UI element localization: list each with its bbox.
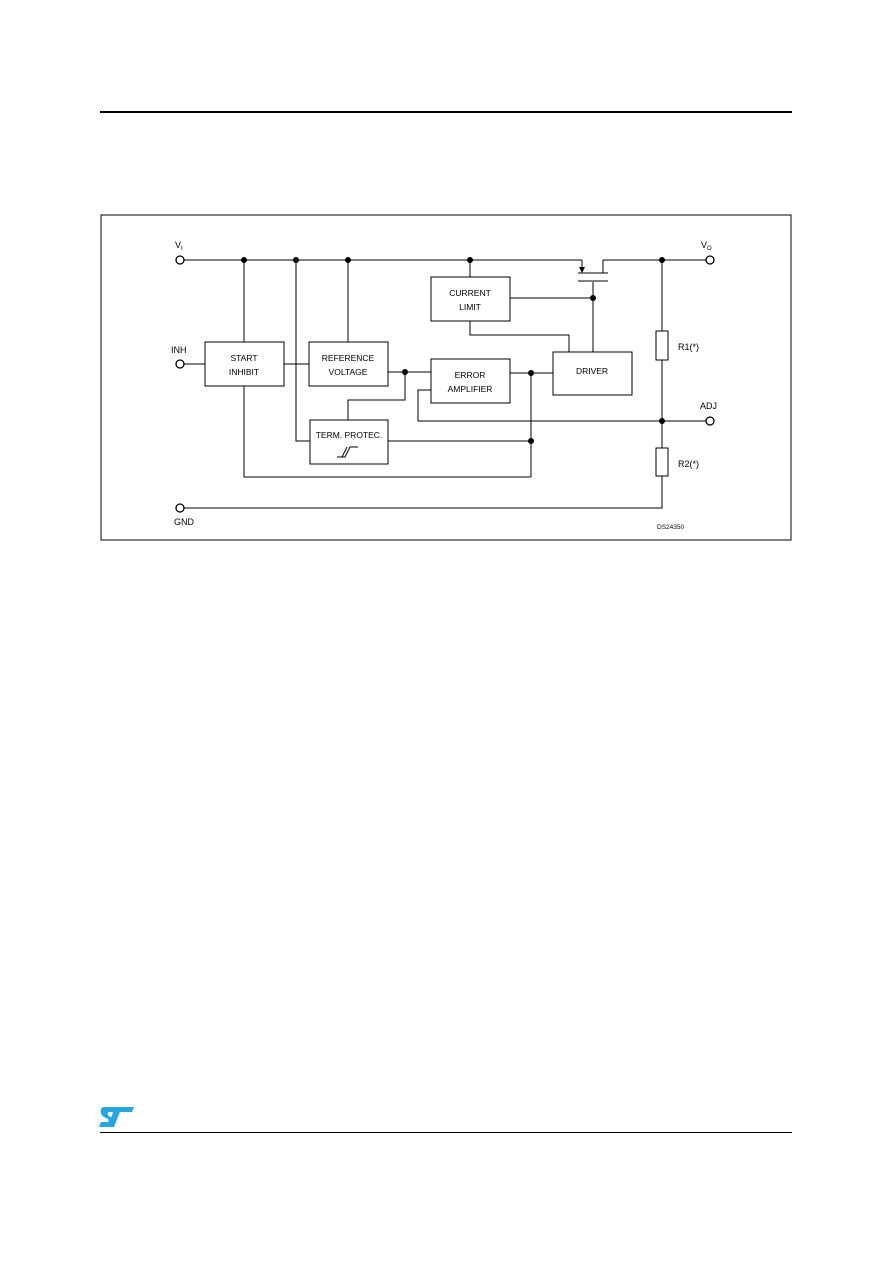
st-logo — [99, 1107, 134, 1127]
pin-vi-label: VI — [175, 240, 183, 252]
block-error-amplifier-line1: ERROR — [455, 370, 486, 380]
pin-inh — [175, 359, 185, 369]
pin-vo-label: VO — [701, 240, 712, 252]
block-term-protec: TERM. PROTEC. — [309, 419, 389, 465]
block-reference-voltage-line1: REFERENCE — [322, 353, 375, 363]
pin-vo — [705, 255, 715, 265]
block-reference-voltage: REFERENCE VOLTAGE — [308, 341, 389, 387]
start-to-bottom — [243, 386, 531, 478]
pin-adj — [705, 416, 715, 426]
pin-gnd — [175, 503, 185, 513]
hysteresis-icon — [337, 446, 358, 458]
pin-gnd-label: GND — [174, 517, 195, 527]
hysteresis-icon-line — [341, 446, 348, 458]
pin-inh-label: INH — [171, 345, 187, 355]
block-start-inhibit-line1: START — [230, 353, 257, 363]
header-rule — [100, 111, 792, 113]
block-driver: DRIVER — [552, 351, 633, 396]
block-current-limit: CURRENT LIMIT — [430, 276, 511, 322]
block-reference-voltage-line2: VOLTAGE — [329, 367, 368, 377]
block-error-amplifier: ERROR AMPLIFIER — [430, 358, 511, 404]
resistor-r1 — [655, 330, 669, 361]
block-current-limit-line2: LIMIT — [459, 302, 481, 312]
footer-rule — [100, 1132, 792, 1133]
pass-transistor-arrow — [579, 267, 585, 273]
resistor-r2-label: R2(*) — [678, 459, 699, 469]
current-to-driver — [469, 321, 570, 352]
block-term-protec-label: TERM. PROTEC. — [316, 430, 383, 440]
pin-vi — [175, 255, 185, 265]
block-start-inhibit: START INHIBIT — [204, 341, 285, 387]
diagram-code: DS24350 — [657, 524, 684, 531]
pin-adj-label: ADJ — [700, 401, 717, 411]
resistor-r1-label: R1(*) — [678, 342, 699, 352]
ref-to-term — [347, 372, 406, 420]
block-current-limit-line1: CURRENT — [449, 288, 491, 298]
block-start-inhibit-line2: INHIBIT — [229, 367, 259, 377]
resistor-r2 — [655, 447, 669, 477]
vi-to-term — [295, 260, 310, 442]
junction-dots — [241, 257, 665, 444]
block-driver-label: DRIVER — [576, 366, 608, 376]
adj-feedback — [417, 389, 706, 422]
r2-to-gnd — [184, 476, 663, 509]
diagram-frame — [100, 214, 792, 541]
wires — [184, 259, 706, 509]
block-error-amplifier-line2: AMPLIFIER — [448, 384, 493, 394]
